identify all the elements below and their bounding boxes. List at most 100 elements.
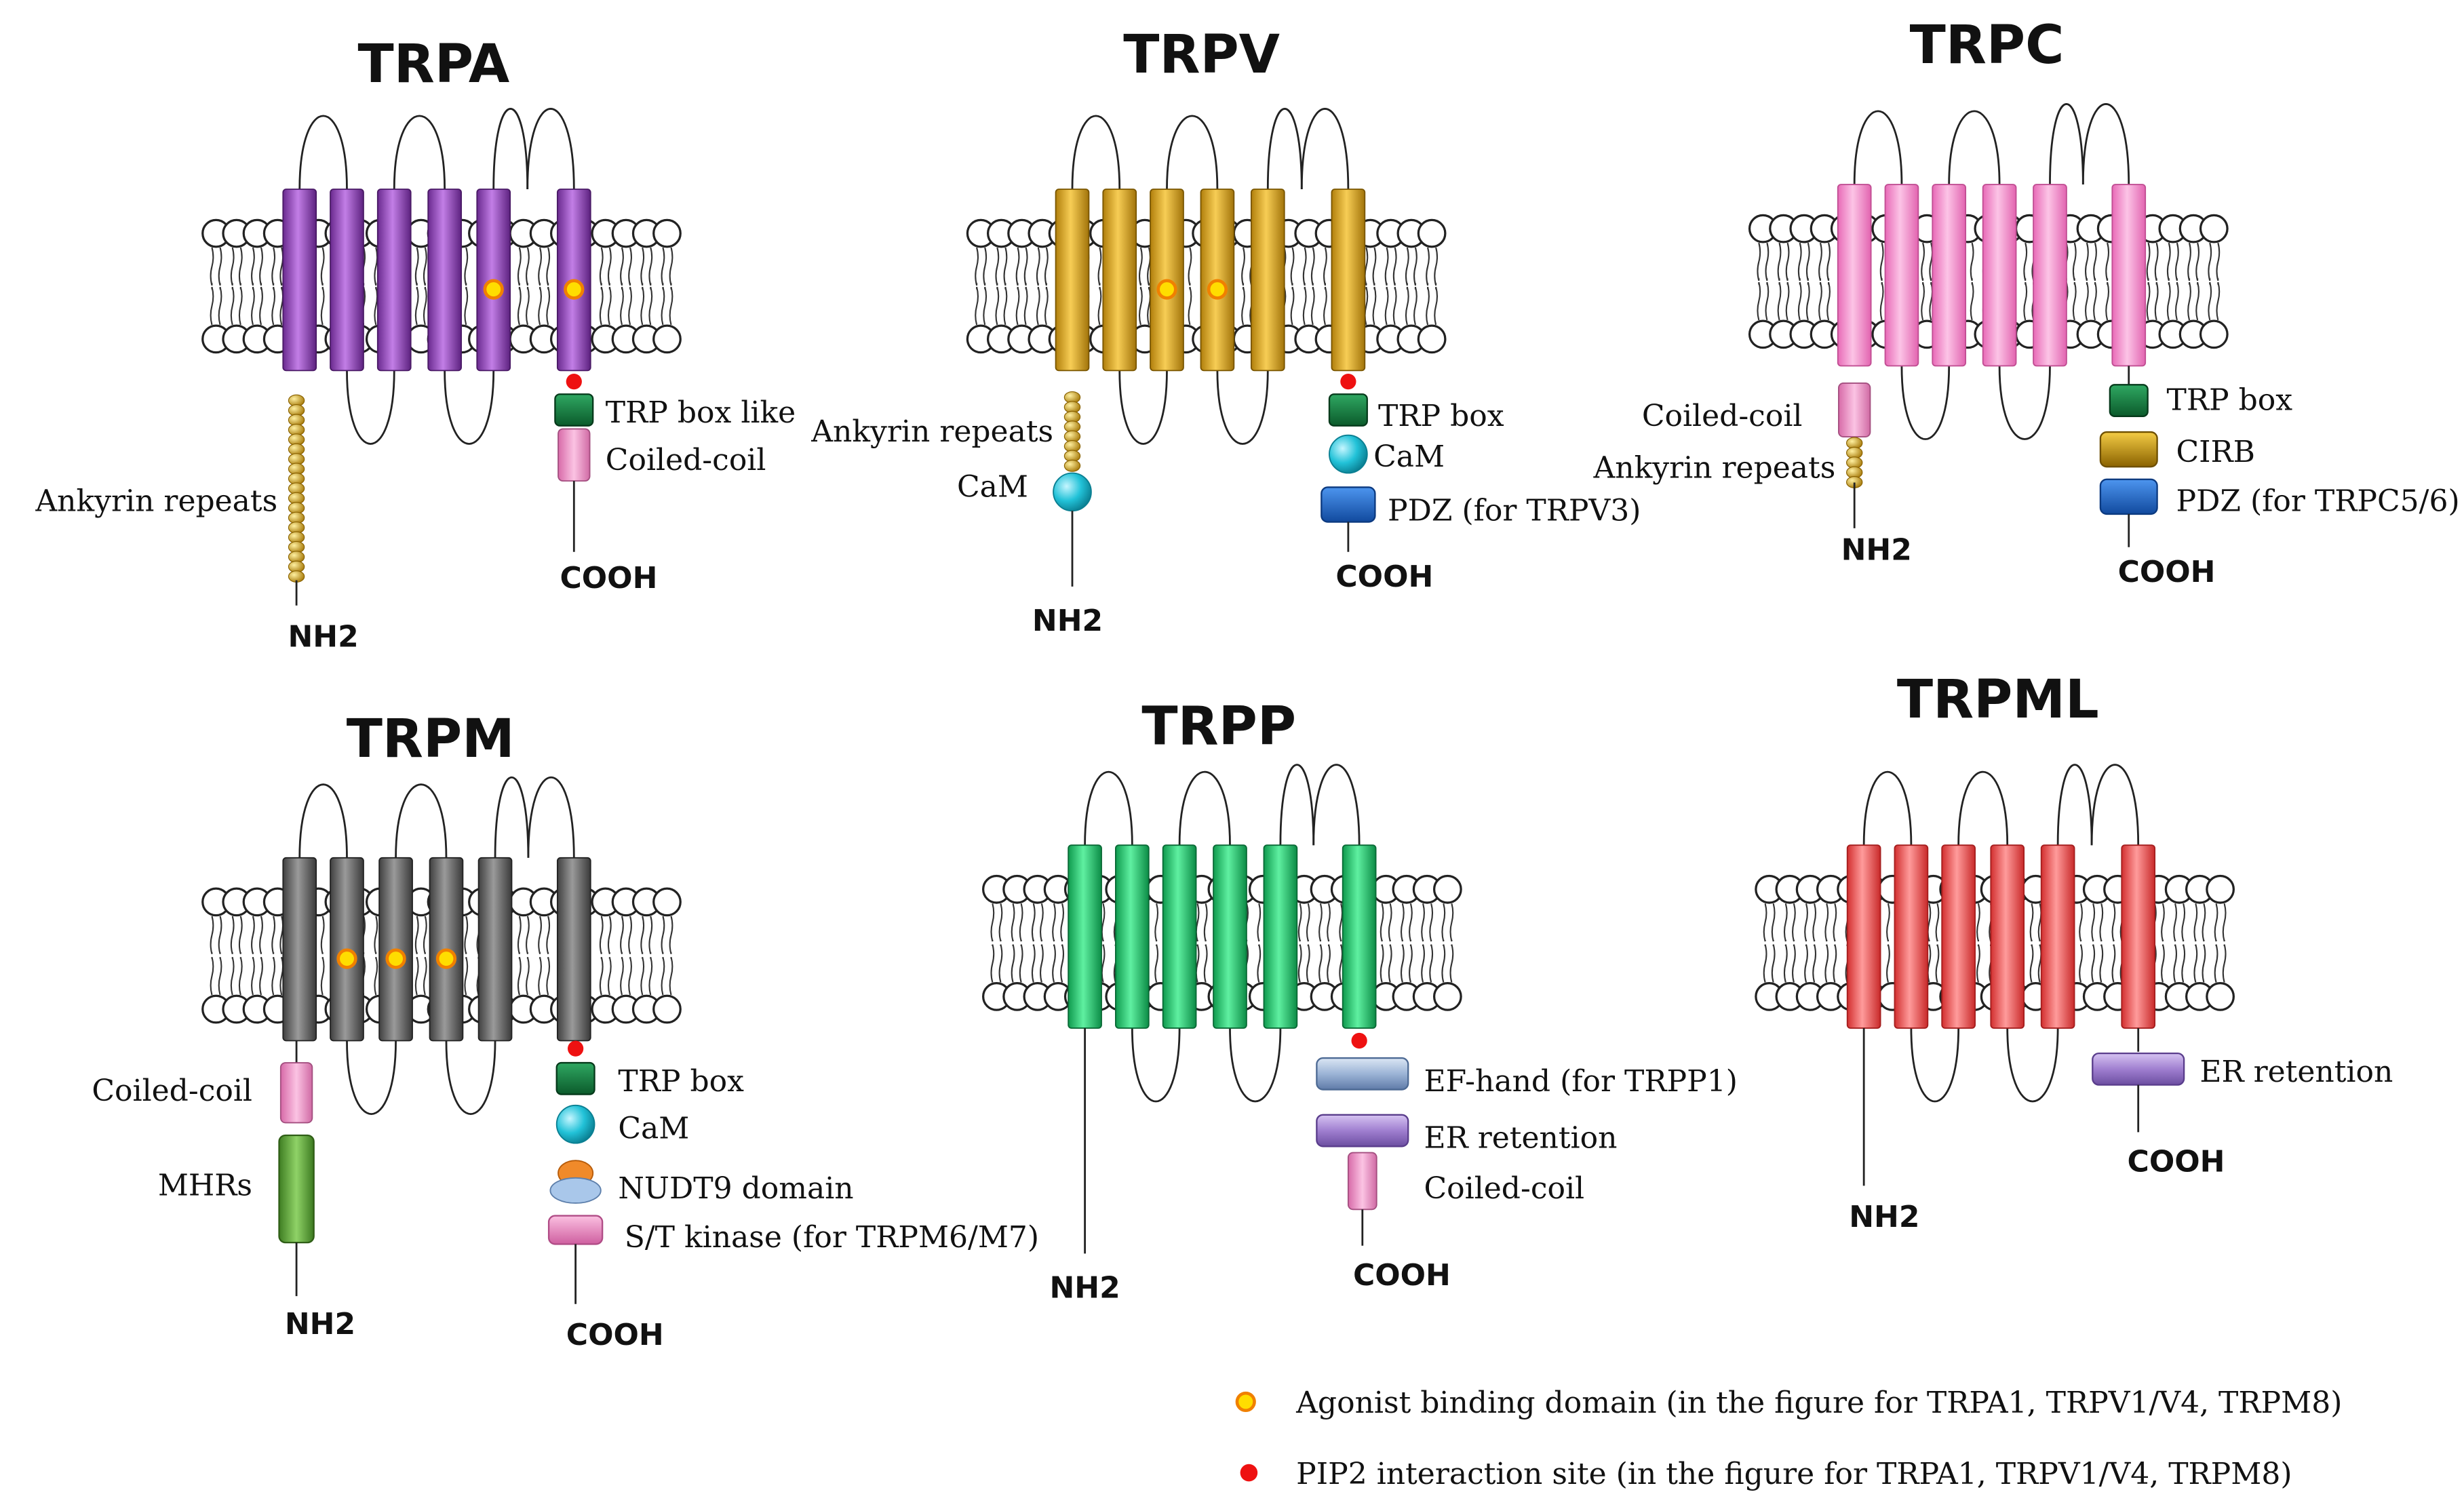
lipid-tail (2146, 281, 2151, 321)
lipid-tail (1036, 247, 1040, 286)
lipid-tail (210, 916, 214, 954)
lipid-tail (1826, 242, 1831, 281)
lipid-tail (1797, 242, 1802, 281)
lipid-tail (320, 286, 325, 326)
lipid-tail (2105, 242, 2110, 281)
lipid-head (2206, 874, 2235, 904)
lipid-tail (2222, 944, 2227, 983)
lipid-tail (1421, 903, 1425, 942)
ef-hand-label: EF-hand (for TRPP1) (1424, 1064, 1737, 1099)
lipid-tail (1804, 903, 1808, 942)
lipid-tail (1812, 944, 1817, 983)
lipid-tail (2085, 281, 2089, 321)
extracellular-loop (2056, 764, 2093, 846)
mhrs-label: MHRs (158, 1168, 252, 1202)
lipid-tail (2111, 944, 2116, 983)
intracellular-loop (1216, 370, 1269, 445)
lipid-tail (230, 916, 235, 954)
intracellular-loop (1131, 1027, 1181, 1103)
lipid-tail (1384, 247, 1389, 286)
lipid-head (1432, 874, 1462, 904)
lipid-head (2199, 319, 2229, 349)
lipid-tail (238, 957, 243, 996)
lipid-tail (1011, 903, 1015, 942)
lipid-tail (661, 247, 665, 286)
lipid-tail (1302, 286, 1307, 326)
lipid-tail (2023, 242, 2028, 281)
legend: Agonist binding domain (in the figure fo… (1235, 1386, 2342, 1491)
lipid-tail (2111, 903, 2116, 942)
transmembrane-helix-s4 (1982, 184, 2017, 367)
extracellular-loop (527, 776, 575, 858)
lipid-tail (1970, 281, 1974, 321)
nh2-label: NH2 (288, 619, 358, 654)
lipid-tail (1097, 247, 1102, 286)
transmembrane-helix-s6 (556, 857, 591, 1042)
lipid-tail (1927, 903, 1932, 942)
transmembrane-helix-s3 (376, 189, 412, 372)
extracellular-loop (492, 108, 529, 190)
extracellular-loop (494, 776, 530, 858)
agonist-site-icon (385, 948, 406, 969)
lipid-tail (2099, 944, 2104, 983)
lipid-tail (526, 957, 530, 996)
lipid-tail (640, 957, 645, 996)
lipid-tail (983, 247, 987, 286)
lipid-tail (640, 286, 645, 326)
lipid-head (652, 324, 682, 354)
cirb-label: CIRB (2176, 435, 2256, 469)
lipid-tail (1812, 903, 1817, 942)
lipid-tail (374, 286, 378, 326)
extracellular-loop (1071, 115, 1121, 190)
transmembrane-helix-s1 (282, 857, 317, 1042)
lipid-tail (374, 957, 378, 996)
lipid-tail (423, 916, 427, 954)
lipid-tail (2166, 242, 2171, 281)
lipid-tail (218, 286, 222, 326)
lipid-tail (607, 247, 612, 286)
lipid-tail (230, 286, 235, 326)
lipid-tail (1318, 944, 1323, 983)
lipid-tail (995, 247, 1000, 286)
cooh-label: COOH (2118, 555, 2216, 589)
lipid-tail (320, 916, 325, 954)
lipid-head (2199, 214, 2229, 243)
ankyrin-repeats-label: Ankyrin repeats (810, 414, 1053, 449)
ankyrin-repeat (1063, 459, 1081, 472)
lipid-tail (607, 916, 612, 954)
lipid-tail (423, 957, 427, 996)
transmembrane-helix-s1 (282, 189, 317, 372)
lipid-tail (271, 957, 276, 996)
lipid-tail (1413, 286, 1417, 326)
lipid-tail (1241, 286, 1245, 326)
lipid-tail (1400, 944, 1405, 983)
lipid-tail (1327, 903, 1331, 942)
lipid-tail (210, 957, 214, 996)
intracellular-loop (1910, 1027, 1960, 1103)
lipid-tail (648, 957, 653, 996)
lipid-tail (1426, 286, 1430, 326)
lipid-tail (1400, 903, 1405, 942)
lipid-tail (414, 916, 419, 954)
lipid-tail (526, 286, 530, 326)
extracellular-loop (2049, 103, 2084, 185)
lipid-tail (1364, 247, 1369, 286)
lipid-tail (1797, 281, 1802, 321)
lipid-tail (983, 286, 987, 326)
lipid-tail (1327, 944, 1331, 983)
transmembrane-helix-s5 (477, 857, 513, 1042)
lipid-tail (1405, 247, 1409, 286)
lipid-tail (1044, 286, 1049, 326)
lipid-tail (2093, 281, 2097, 321)
transmembrane-helix-s3 (1162, 844, 1197, 1029)
lipid-tail (1935, 944, 1940, 983)
lipid-tail (414, 247, 419, 286)
lipid-tail (1409, 903, 1413, 942)
trp-box-label: TRP box like (606, 395, 796, 430)
lipid-tail (2187, 242, 2191, 281)
trp-box-icon (2109, 384, 2149, 417)
lipid-tail (251, 916, 255, 954)
lipid-tail (1833, 903, 1837, 942)
lipid-tail (640, 916, 645, 954)
